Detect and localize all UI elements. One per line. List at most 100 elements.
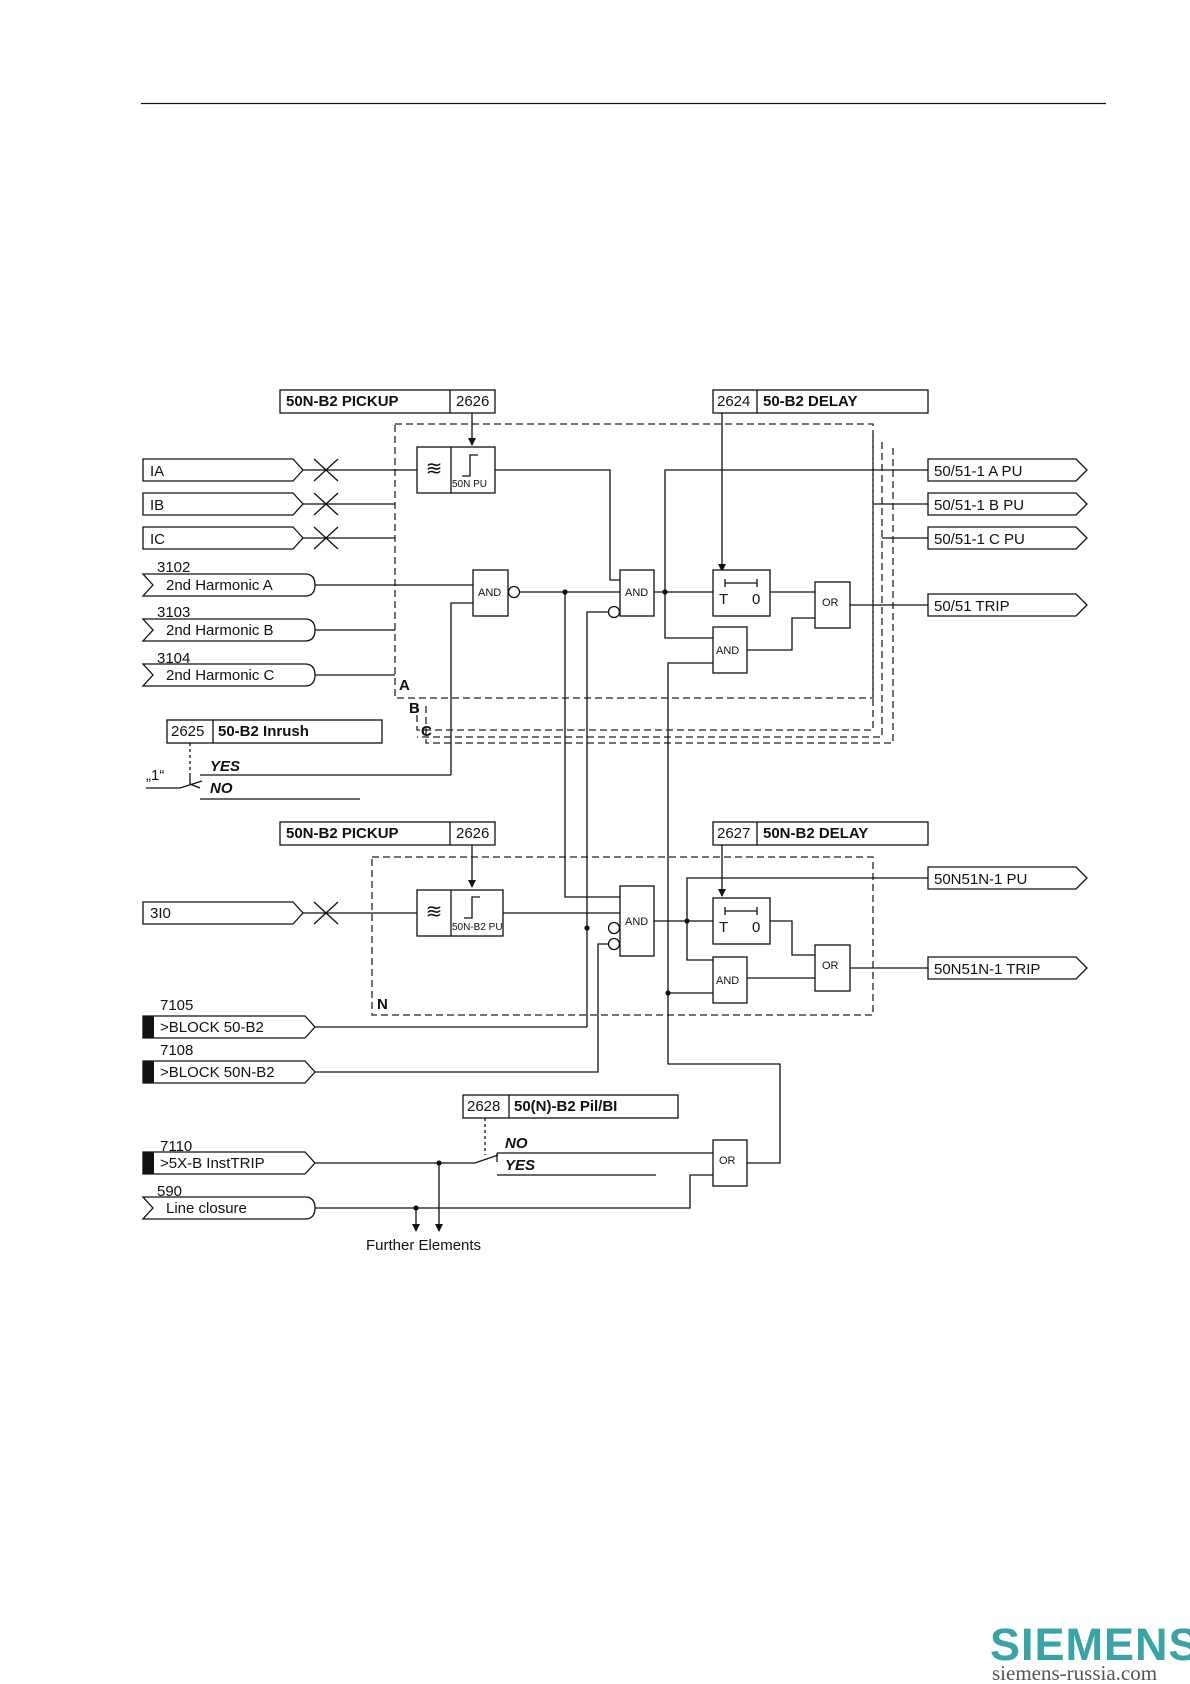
input-3i0: 3I0 [142,901,304,925]
input-2nd-harmonic-b: 3103 2nd Harmonic B [141,604,316,642]
timer-zero: 0 [752,919,760,936]
output-c-pu: 50/51-1 C PU [927,526,1088,550]
switch-no: NO [505,1135,528,1152]
param-label: 50-B2 Inrush [218,723,309,740]
phase-label-a: A [399,677,410,694]
input-block-50-b2: 7105 >BLOCK 50-B2 [142,997,316,1039]
filter-icon: ≋ [426,456,443,480]
and-gate-inst-phase: AND [712,626,748,674]
input-label: IC [150,531,165,548]
gate-label: AND [478,587,501,599]
param-2626-bottom: 50N-B2 PICKUP 2626 [279,821,496,846]
input-number: 3104 [157,650,190,667]
input-2nd-harmonic-c: 3104 2nd Harmonic C [141,650,316,687]
and-gate-phase: AND [607,569,655,619]
output-n-trip: 50N51N-1 TRIP [927,956,1088,980]
and-gate-inst-ground: AND [712,956,748,1004]
output-label: 50N51N-1 TRIP [934,961,1040,978]
input-label: >BLOCK 50N-B2 [160,1064,275,1081]
inrush-switch: „1“ YES NO [146,758,240,797]
phase-label-n: N [377,996,388,1013]
junction-dots [413,589,690,1211]
phase-label-b: B [409,700,420,717]
insttrip-switch: NO YES [505,1135,535,1174]
param-label: 50-B2 DELAY [763,393,857,410]
output-trip: 50/51 TRIP [927,593,1088,617]
timer-zero: 0 [752,591,760,608]
switch-no: NO [210,780,233,797]
input-label: 2nd Harmonic B [166,622,274,639]
input-label: IA [150,463,164,480]
input-number: 3102 [157,559,190,576]
filter-icon: ≋ [426,899,443,923]
input-number: 7110 [160,1138,192,1155]
param-number: 2628 [467,1098,500,1115]
timer-t: T [719,919,728,936]
param-label: 50N-B2 DELAY [763,825,868,842]
param-2628: 2628 50(N)-B2 Pil/BI [462,1094,679,1119]
brand-url: siemens-russia.com [992,1661,1157,1684]
param-label: 50(N)-B2 Pil/BI [514,1098,617,1115]
timer-phase: T 0 [712,569,771,617]
threshold-block-phase: ≋ 50N PU [416,446,496,494]
and-gate-ground: AND [607,885,655,957]
step-icon [462,454,478,477]
param-2627: 2627 50N-B2 DELAY [712,821,929,846]
or-gate-phase-trip: OR [814,581,851,629]
param-number: 2627 [717,825,750,842]
phase-label-c: C [421,723,432,740]
further-elements-label: Further Elements [366,1237,481,1254]
input-label: IB [150,497,164,514]
input-label: 3I0 [150,905,171,922]
or-gate-inst-trip: OR [712,1139,748,1187]
output-n-pu: 50N51N-1 PU [927,866,1088,890]
cross-marks [313,458,339,925]
param-number: 2625 [171,723,204,740]
input-ia: IA [142,458,304,482]
switch-yes: YES [210,758,240,775]
output-a-pu: 50/51-1 A PU [927,458,1088,482]
gate-label: AND [716,645,739,657]
param-label: 50N-B2 PICKUP [286,825,399,842]
param-label: 50N-B2 PICKUP [286,393,399,410]
input-number: 7108 [160,1042,193,1059]
gate-label: AND [625,587,648,599]
gate-label: OR [719,1155,736,1167]
input-number: 590 [157,1183,182,1200]
phase-frames: A B C N [371,423,894,1016]
gate-label: OR [822,960,839,972]
output-label: 50/51-1 A PU [934,463,1022,480]
input-label: Line closure [166,1200,247,1217]
output-b-pu: 50/51-1 B PU [927,492,1088,516]
input-block-50n-b2: 7108 >BLOCK 50N-B2 [142,1042,316,1084]
gate-label: AND [716,975,739,987]
output-label: 50/51-1 C PU [934,531,1025,548]
input-2nd-harmonic-a: 3102 2nd Harmonic A [141,559,316,597]
and-gate-inrush: AND [472,569,521,617]
input-ib: IB [142,492,304,516]
input-label: >BLOCK 50-B2 [160,1019,264,1036]
param-number: 2626 [456,393,489,410]
input-label: >5X-B InstTRIP [160,1155,265,1172]
wires [146,413,928,1232]
input-label: 2nd Harmonic A [166,577,273,594]
param-number: 2624 [717,393,750,410]
input-number: 7105 [160,997,193,1014]
switch-one: „1“ [146,767,164,784]
output-label: 50N51N-1 PU [934,871,1027,888]
output-label: 50/51 TRIP [934,598,1010,615]
param-2626-top: 50N-B2 PICKUP 2626 [279,389,496,414]
threshold-block-ground: ≋ 50N-B2 PU [416,889,504,937]
timer-ground: T 0 [712,897,771,945]
param-2624: 2624 50-B2 DELAY [712,389,929,414]
threshold-label: 50N-B2 PU [452,922,503,933]
input-5x-b-insttrip: 7110 >5X-B InstTRIP [142,1138,316,1175]
switch-yes: YES [505,1157,535,1174]
input-ic: IC [142,526,304,550]
step-icon [464,896,480,919]
gate-label: AND [625,916,648,928]
input-number: 3103 [157,604,190,621]
output-label: 50/51-1 B PU [934,497,1024,514]
param-2625: 2625 50-B2 Inrush [166,719,383,744]
